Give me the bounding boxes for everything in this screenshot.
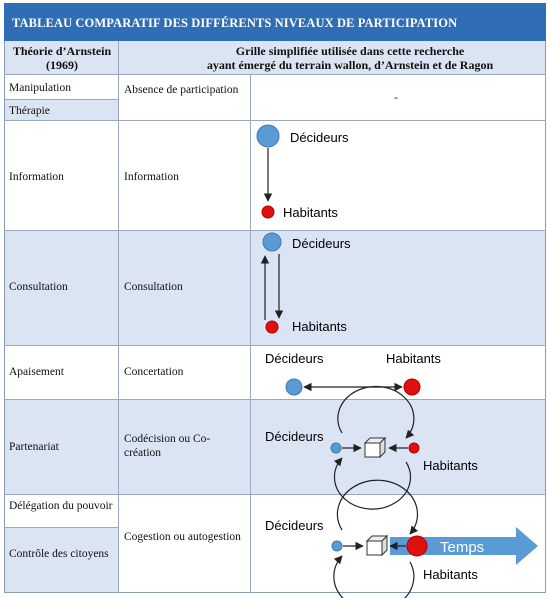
band-controle [4,527,118,593]
cell-consultation-grille: Consultation [124,281,183,293]
col-divider-2 [250,74,251,593]
row-line-delegation [4,527,118,528]
row-line-information [4,230,546,231]
row-line-manip [4,99,118,100]
header-col2-line1: Grille simplifiée utilisée dans cette re… [235,44,465,58]
cell-consultation-arnstein: Consultation [9,281,68,293]
row-line-consultation [4,345,546,346]
cell-absence: Absence de participation [124,84,239,96]
cell-therapie: Thérapie [9,105,50,117]
cell-delegation: Délégation du pouvoir [9,500,113,512]
cell-information-grille: Information [124,171,179,183]
cell-absence-dash: - [394,92,398,104]
col-divider-1 [118,41,119,593]
cell-concertation: Concertation [124,366,184,378]
page-title: TABLEAU COMPARATIF DES DIFFÉRENTS NIVEAU… [4,3,546,41]
row-line-partenariat [4,494,546,495]
cell-codecision: Codécision ou Co-création [124,433,211,459]
cell-partenariat: Partenariat [9,441,59,453]
band-therapie [4,99,118,120]
cell-controle: Contrôle des citoyens [9,548,109,560]
row-line-apaisement [4,399,546,400]
row-line-absence [4,120,546,121]
band-header [4,41,546,74]
header-col2-line2: ayant émergé du terrain wallon, d’Arnste… [206,58,494,72]
header-col1: Théorie d’Arnstein (1969) [12,44,112,72]
cell-information-arnstein: Information [9,171,64,183]
cell-cogestion: Cogestion ou autogestion [124,531,241,543]
cell-manipulation: Manipulation [9,82,71,94]
row-line-header [4,74,546,75]
cell-apaisement: Apaisement [9,366,64,378]
band-partenariat [4,399,546,494]
